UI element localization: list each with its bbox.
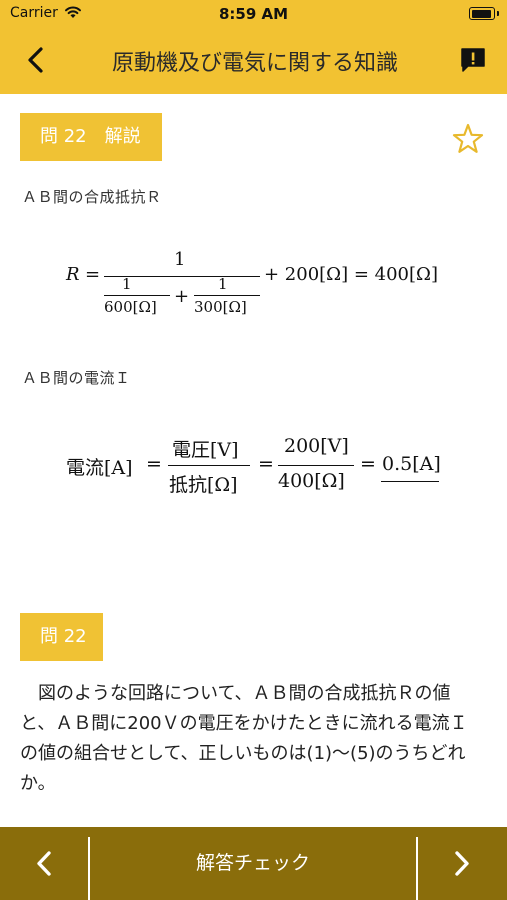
sub-fraction-bar-2 [194,295,260,297]
question-tag: 問 22 [20,613,103,661]
footer-bar: 解答チェック [0,827,507,900]
resistance-formula: R = 1 1 600[Ω] + 1 300[Ω] + 200[Ω] = 400… [66,246,446,326]
check-answer-button[interactable]: 解答チェック [195,852,310,874]
formula2-frac2-bar [278,465,354,467]
formula2-answer: 0.5[A] [382,453,441,475]
sub-numerator-2: 1 [218,275,228,293]
back-button[interactable] [22,44,50,76]
resistance-label: ＡＢ間の合成抵抗Ｒ [22,188,162,206]
sub-denominator-1: 600[Ω] [104,298,157,316]
explanation-tag: 問 22 解説 [20,113,162,161]
sub-numerator-1: 1 [122,275,132,293]
formula2-eq3: = [360,453,376,475]
formula2-frac2-num: 200[V] [284,435,349,457]
formula-result: + 200[Ω] = 400[Ω] [264,264,438,285]
prev-button[interactable] [0,827,90,900]
formula-eq: = [85,264,101,285]
battery-icon [469,7,499,20]
answer-underline [381,481,439,483]
current-label: ＡＢ間の電流Ｉ [22,369,131,387]
header-bar: Carrier 8:59 AM 原動機及び電気に関する知識 [0,0,507,94]
formula2-frac1-den: 抵抗[Ω] [169,474,238,496]
next-button[interactable] [417,827,507,900]
formula2-frac1-bar [168,465,250,467]
question-text: 図のような回路について、ＡＢ間の合成抵抗Ｒの値と、ＡＢ間に200Ｖの電圧をかけた… [20,683,468,794]
footer-divider-right [416,837,418,900]
sub-denominator-2: 300[Ω] [194,298,247,316]
footer-divider-left [88,837,90,900]
carrier-label: Carrier [10,5,58,21]
formula2-lhs: 電流[A] [66,457,133,479]
current-formula: 電流[A] = 電圧[V] 抵抗[Ω] = 200[V] 400[Ω] = 0.… [66,432,446,502]
scroll-content[interactable]: 問 22 解説 ＡＢ間の合成抵抗Ｒ R = 1 1 600[Ω] + 1 300… [0,94,507,827]
status-time: 8:59 AM [218,5,289,23]
star-icon[interactable] [451,122,485,156]
formula-numerator: 1 [174,249,186,270]
formula2-eq1: = [146,453,162,475]
status-bar: Carrier 8:59 AM [0,0,507,28]
formula-plus: + [174,286,190,307]
formula2-eq2: = [258,453,274,475]
page-title: 原動機及び電気に関する知識 [111,51,398,76]
sub-fraction-bar-1 [104,295,170,297]
wifi-icon [65,6,81,18]
report-icon[interactable] [459,46,487,74]
formula2-frac1-num: 電圧[V] [172,439,239,461]
formula2-frac2-den: 400[Ω] [278,470,345,492]
main-fraction-bar [104,276,260,278]
formula-r: R [66,264,80,285]
